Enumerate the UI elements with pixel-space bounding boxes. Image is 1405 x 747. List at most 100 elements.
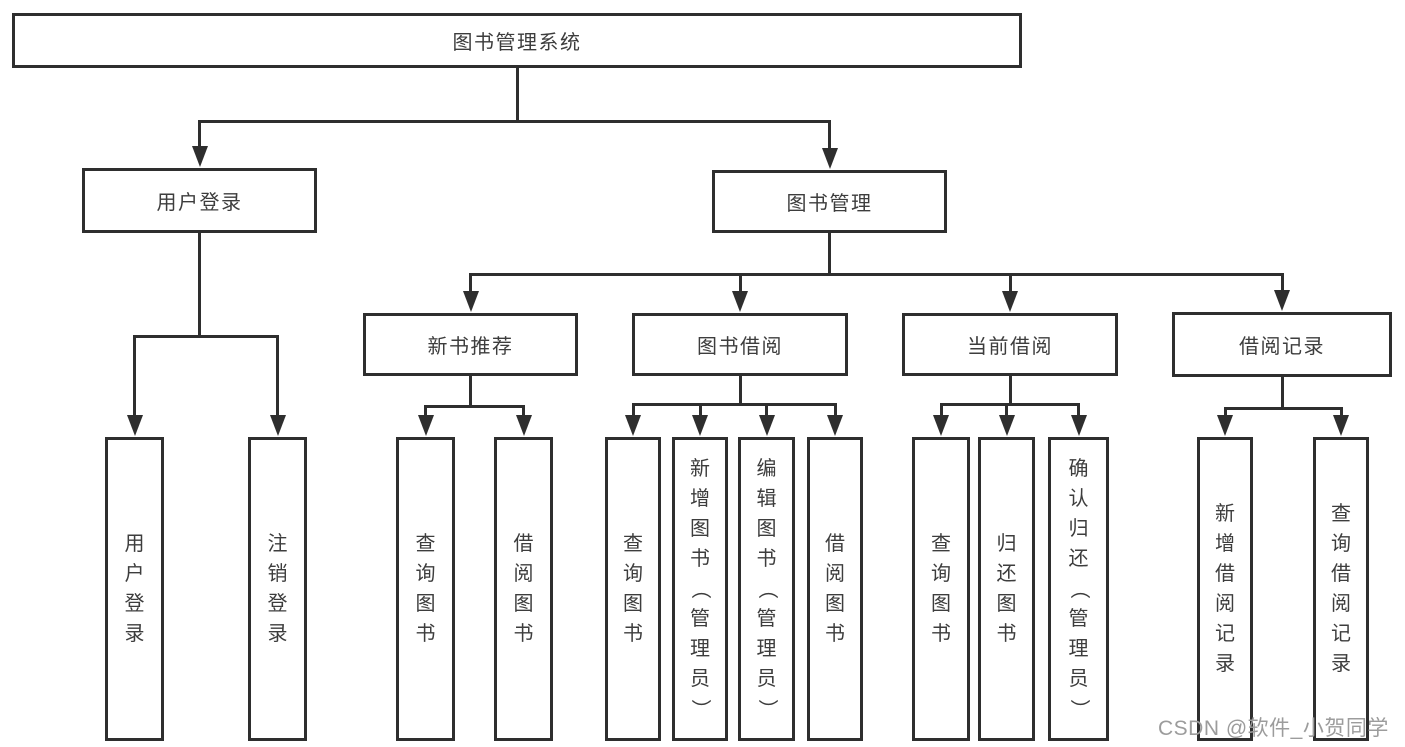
- connector-stem-book-borrow: [738, 374, 742, 406]
- label-char: 登: [267, 593, 288, 615]
- arrowhead-leaf-logout: [269, 415, 286, 436]
- label-char: 录: [267, 623, 288, 645]
- arrowhead-new-book-rec: [462, 291, 479, 312]
- arrowhead-book-borrow: [732, 291, 748, 312]
- connector-drop-book-mgmt: [828, 120, 831, 152]
- connector-drop-leaf-user-login: [133, 335, 136, 419]
- node-leaf-cb-query: 查询图书: [912, 437, 970, 741]
- connector-stem-root: [515, 66, 519, 123]
- label-char: 理: [756, 638, 777, 660]
- label-char: 录: [1215, 653, 1235, 675]
- connector-stem-book-mgmt: [828, 231, 831, 276]
- node-leaf-bb-edit: 编辑图书（管理员）: [738, 437, 795, 741]
- label-char: 阅: [825, 563, 845, 585]
- label-char: 书: [931, 623, 951, 645]
- node-leaf-cb-return: 归还图书: [978, 437, 1035, 741]
- node-label: 新增图书（管理员）: [689, 454, 711, 724]
- label-char: 书: [825, 623, 845, 645]
- label-char: 管: [756, 608, 777, 630]
- label-char: 录: [124, 623, 145, 645]
- node-new-book-rec: 新书推荐: [363, 313, 578, 376]
- label-char: 图: [756, 518, 777, 540]
- label-char: 询: [623, 563, 643, 585]
- label-char: 书: [513, 623, 534, 645]
- arrowhead-leaf-br-add: [1217, 415, 1233, 436]
- label-char: 认: [1068, 488, 1089, 510]
- arrowhead-leaf-cb-confirm: [1070, 415, 1087, 436]
- node-label: 借阅记录: [1239, 336, 1325, 358]
- watermark: CSDN @软件_小贺同学: [1158, 717, 1389, 740]
- label-char: 询: [1331, 533, 1351, 555]
- node-book-borrow: 图书借阅: [632, 313, 848, 376]
- connector-drop-leaf-bb-borrow: [833, 403, 837, 419]
- label-char: 登: [124, 593, 145, 615]
- connector-drop-leaf-bb-query: [631, 403, 635, 419]
- label-char: 归: [996, 533, 1017, 555]
- node-label: 编辑图书（管理员）: [756, 454, 778, 724]
- connector-bar-borrow-records: [1223, 407, 1343, 410]
- label-char: 员: [756, 668, 777, 690]
- connector-drop-leaf-logout: [276, 335, 279, 419]
- label-char: 新: [690, 458, 710, 480]
- label-char: 借: [1215, 563, 1235, 585]
- node-current-borrow: 当前借阅: [902, 313, 1118, 376]
- connector-bar-new-book-rec: [424, 405, 525, 408]
- label-char: 查: [1331, 503, 1351, 525]
- label-char: 图: [996, 593, 1017, 615]
- connector-bar-book-mgmt: [469, 273, 1284, 276]
- label-char: 书: [996, 623, 1017, 645]
- node-user-login: 用户登录: [82, 168, 317, 233]
- node-label: 查询图书: [416, 529, 436, 649]
- node-label: 新书推荐: [427, 336, 514, 358]
- label-char: 注: [267, 533, 288, 555]
- arrowhead-leaf-user-login: [126, 415, 143, 436]
- arrowhead-leaf-nr-borrow: [515, 415, 532, 436]
- node-label: 用户登录: [125, 529, 145, 649]
- label-char: （: [755, 579, 778, 599]
- node-leaf-bb-borrow: 借阅图书: [807, 437, 863, 741]
- node-label: 查询图书: [931, 529, 951, 649]
- label-char: ）: [689, 699, 711, 719]
- label-char: 查: [415, 533, 436, 555]
- node-leaf-nr-query: 查询图书: [396, 437, 455, 741]
- label-char: （: [689, 579, 711, 599]
- label-char: 书: [623, 623, 643, 645]
- arrowhead-leaf-bb-add: [692, 415, 708, 436]
- label-char: 借: [1331, 563, 1351, 585]
- node-label: 借阅图书: [514, 529, 534, 649]
- label-char: 图: [931, 593, 951, 615]
- label-char: 户: [124, 563, 145, 585]
- node-label: 图书管理: [786, 193, 873, 215]
- label-char: 查: [931, 533, 951, 555]
- arrowhead-leaf-bb-edit: [758, 415, 775, 436]
- node-label: 图书管理系统: [452, 32, 582, 54]
- connector-bar-current-borrow: [939, 403, 1080, 406]
- label-char: 编: [756, 458, 777, 480]
- label-char: 员: [690, 668, 710, 690]
- label-char: 增: [690, 488, 710, 510]
- connector-drop-borrow-records: [1280, 273, 1284, 294]
- label-char: 辑: [756, 488, 777, 510]
- connector-drop-current-borrow: [1008, 273, 1012, 295]
- arrowhead-leaf-bb-query: [625, 415, 641, 436]
- node-label: 图书借阅: [697, 336, 783, 358]
- label-char: 书: [756, 548, 777, 570]
- label-char: 记: [1215, 623, 1235, 645]
- label-char: 询: [931, 563, 951, 585]
- connector-drop-new-book-rec: [469, 273, 472, 295]
- node-leaf-user-login: 用户登录: [105, 437, 164, 741]
- label-char: 员: [1068, 668, 1089, 690]
- label-char: 查: [623, 533, 643, 555]
- node-label: 新增借阅记录: [1215, 499, 1235, 679]
- connector-drop-leaf-br-add: [1223, 407, 1227, 419]
- node-root: 图书管理系统: [12, 13, 1022, 68]
- connector-drop-leaf-cb-query: [939, 403, 943, 419]
- connector-stem-current-borrow: [1008, 374, 1012, 406]
- label-char: 新: [1215, 503, 1235, 525]
- node-label: 当前借阅: [967, 336, 1053, 358]
- arrowhead-borrow-records: [1274, 290, 1290, 311]
- node-leaf-br-add: 新增借阅记录: [1197, 437, 1253, 741]
- arrowhead-leaf-nr-query: [417, 415, 434, 436]
- label-char: 图: [415, 593, 436, 615]
